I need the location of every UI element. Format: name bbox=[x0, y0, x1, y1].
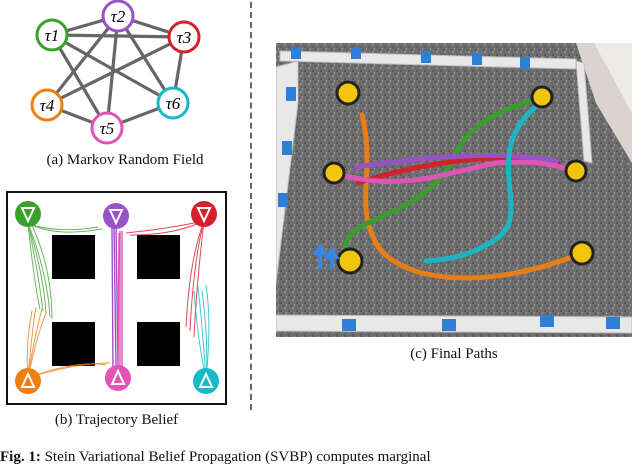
robot-4 bbox=[564, 159, 588, 183]
caption-panel-c: (c) Final Paths bbox=[410, 346, 498, 362]
mrf-node-4: τ4 bbox=[30, 88, 64, 122]
obstacle-bottom-right bbox=[137, 322, 180, 366]
agent-orange-marker bbox=[15, 368, 41, 394]
markov-random-field-graph: τ1 τ2 τ3 τ4 τ5 τ6 bbox=[30, 0, 201, 145]
svg-text:τ3: τ3 bbox=[177, 28, 192, 47]
robot-2 bbox=[530, 85, 554, 109]
obstacle-top-left bbox=[52, 235, 95, 279]
agent-pink-marker bbox=[105, 365, 131, 391]
svg-text:τ1: τ1 bbox=[45, 26, 60, 45]
robot-6 bbox=[569, 240, 595, 266]
caption-panel-b: (b) Trajectory Belief bbox=[54, 412, 179, 428]
mrf-node-2: τ2 bbox=[101, 0, 135, 33]
agent-red-marker bbox=[191, 201, 217, 227]
robot-3 bbox=[322, 161, 346, 185]
svg-text:τ2: τ2 bbox=[111, 7, 126, 26]
robot-1 bbox=[335, 80, 361, 106]
mrf-node-1: τ1 bbox=[35, 18, 69, 52]
trajectory-belief-map bbox=[6, 191, 227, 405]
obstacle-bottom-left bbox=[52, 322, 95, 366]
agent-purple-marker bbox=[103, 203, 129, 229]
mrf-node-3: τ3 bbox=[167, 20, 201, 54]
agent-cyan-marker bbox=[193, 368, 219, 394]
agent-green-marker bbox=[15, 201, 41, 227]
figure-label: Fig. 1: bbox=[0, 449, 41, 465]
caption-panel-a: (a) Markov Random Field bbox=[46, 152, 204, 168]
svg-text:τ4: τ4 bbox=[40, 96, 55, 115]
panel-divider bbox=[250, 2, 252, 410]
mrf-node-6: τ6 bbox=[156, 86, 190, 120]
svg-text:τ5: τ5 bbox=[100, 119, 115, 138]
robot-5 bbox=[336, 247, 364, 275]
mrf-node-5: τ5 bbox=[90, 111, 124, 145]
figure-caption: Fig. 1: Stein Variational Belief Propaga… bbox=[0, 449, 431, 466]
figure-caption-text: Stein Variational Belief Propagation (SV… bbox=[44, 449, 431, 465]
svg-text:τ6: τ6 bbox=[166, 94, 181, 113]
obstacle-top-right bbox=[137, 235, 180, 279]
final-paths-photo bbox=[276, 43, 632, 337]
